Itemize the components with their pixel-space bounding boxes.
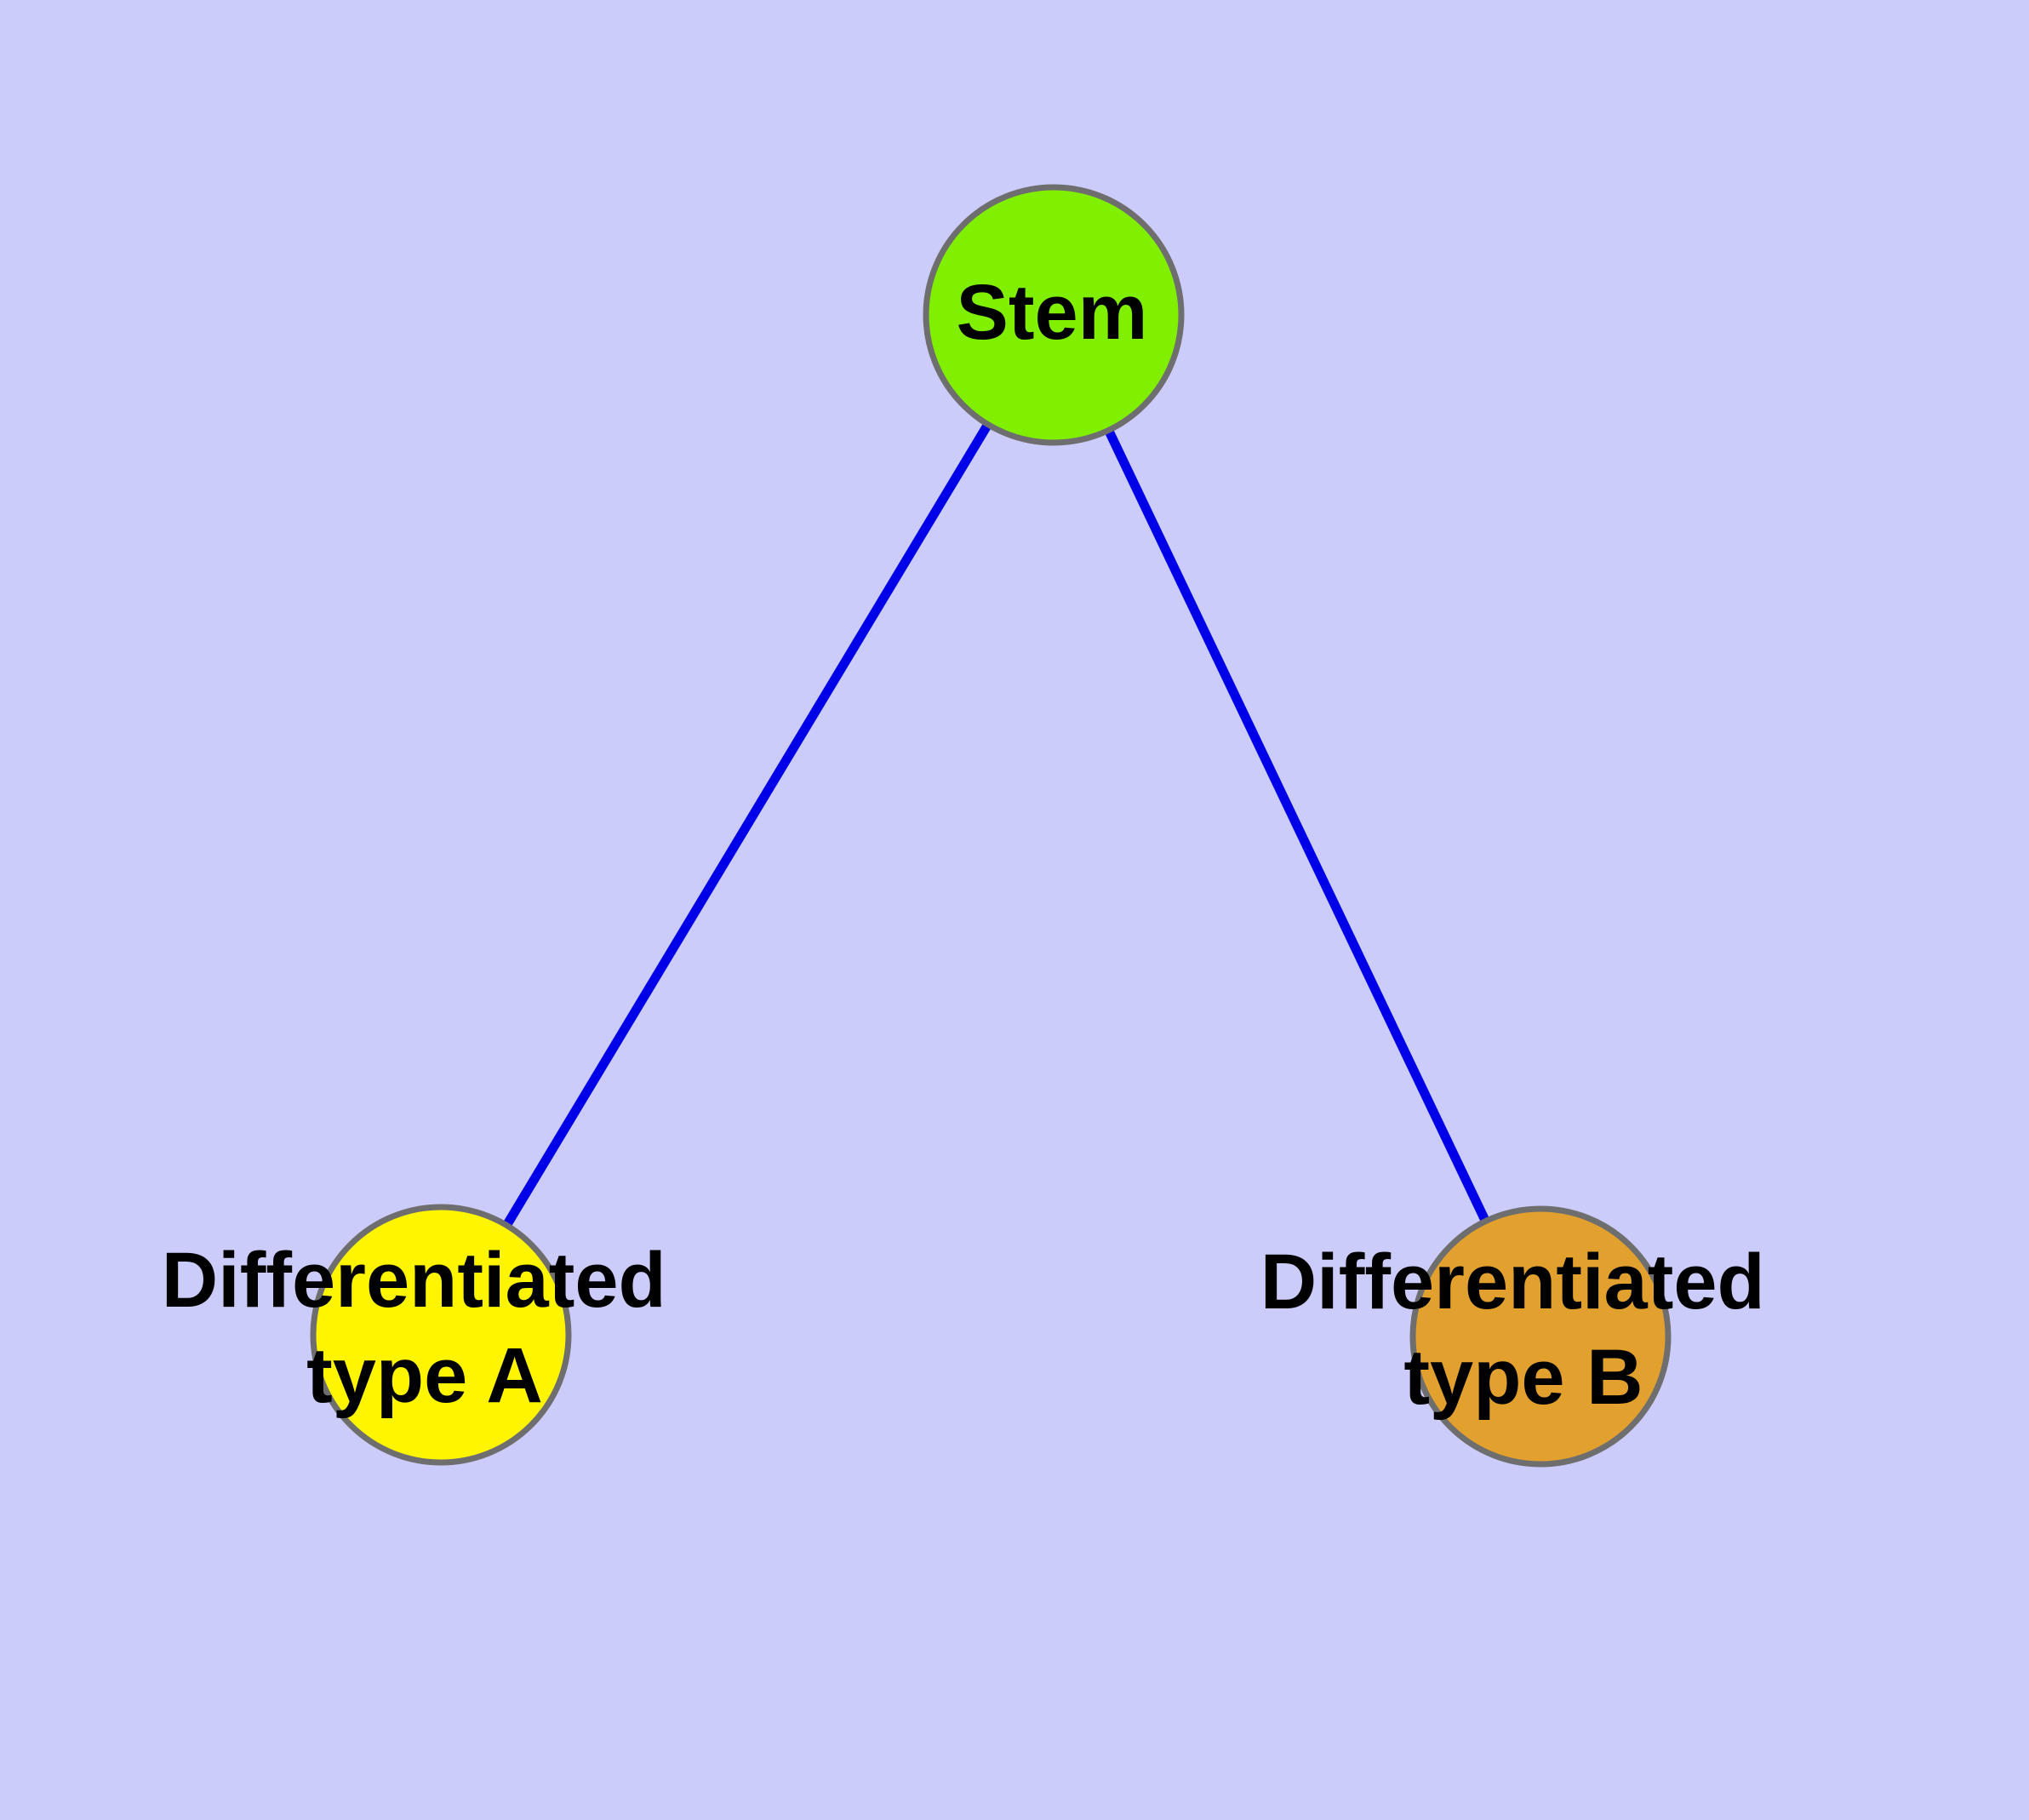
node-differentiated-type-a[interactable]: Differentiated type A — [162, 1204, 689, 1466]
edge-stem-to-differentiated-type-a[interactable] — [437, 312, 1058, 1337]
node-differentiated-type-a-label-line-1: Differentiated — [162, 1237, 666, 1324]
node-differentiated-type-a-circle[interactable] — [310, 1204, 572, 1466]
nodes-layer: Stem Differentiated type A Differentiate… — [162, 184, 1787, 1468]
node-differentiated-type-b-label-line-1: Differentiated — [1260, 1239, 1765, 1325]
node-stem-label: Stem — [957, 269, 1148, 356]
node-differentiated-type-b[interactable]: Differentiated type B — [1260, 1205, 1787, 1468]
node-stem-label-line-1: Stem — [957, 269, 1148, 356]
edges-layer — [437, 312, 1545, 1339]
node-stem-circle[interactable] — [923, 184, 1185, 446]
node-differentiated-type-a-label: Differentiated type A — [162, 1237, 689, 1419]
node-differentiated-type-b-label-line-2: type B — [1403, 1334, 1643, 1421]
node-differentiated-type-b-circle[interactable] — [1409, 1205, 1672, 1468]
node-differentiated-type-a-label-line-2: type A — [306, 1332, 543, 1419]
node-differentiated-type-b-label: Differentiated type B — [1260, 1239, 1787, 1421]
edge-stem-to-differentiated-type-b[interactable] — [1049, 312, 1545, 1339]
node-stem[interactable]: Stem — [923, 184, 1185, 446]
